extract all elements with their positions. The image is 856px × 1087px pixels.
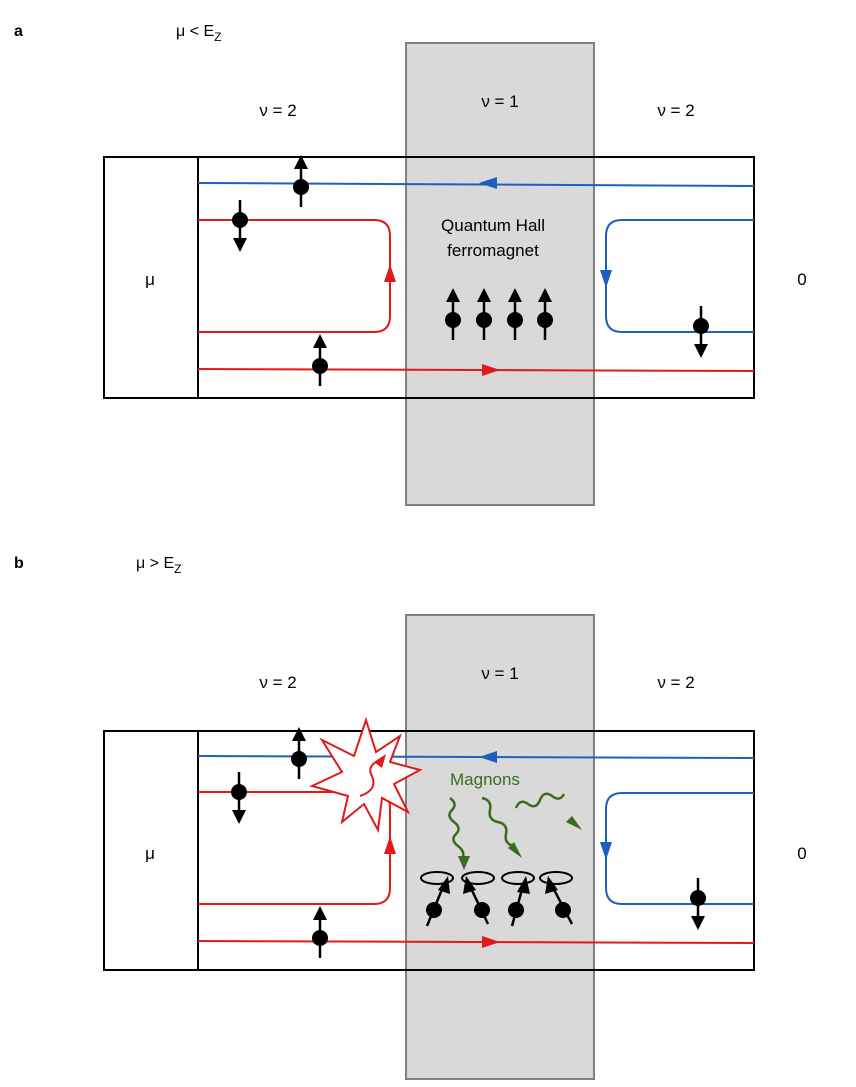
red-edge-loop-left <box>198 791 391 905</box>
tilted-spin-icon <box>461 871 495 925</box>
red-arrow-up <box>384 264 396 282</box>
nu-center-label: ν = 1 <box>481 92 518 111</box>
blue-arrow-left <box>479 177 497 189</box>
magnons-label: Magnons <box>450 770 520 789</box>
nu-right-label: ν = 2 <box>657 101 694 120</box>
spin-down-icon <box>693 306 709 358</box>
tilted-spin-icon <box>501 871 535 927</box>
red-edge-loop-left <box>198 219 391 333</box>
nu-center-label: ν = 1 <box>481 664 518 683</box>
red-arrow-up <box>384 836 396 854</box>
qhf-label-line2: ferromagnet <box>447 241 539 260</box>
spin-up-icon <box>537 288 553 340</box>
panel-a-condition: μ < EZ <box>176 23 221 44</box>
blue-edge-channel-top <box>197 182 755 187</box>
spin-up-icon <box>445 288 461 340</box>
blue-arrow-left <box>479 751 497 763</box>
spin-up-icon <box>312 334 328 386</box>
nu1-region <box>405 42 595 506</box>
right-contact-label: 0 <box>797 844 806 863</box>
spin-up-icon <box>293 155 309 207</box>
magnon-wave-icon <box>481 796 522 858</box>
qhf-label-line1: Quantum Hall <box>441 216 545 235</box>
nu1-region <box>405 614 595 1080</box>
right-contact-label: 0 <box>797 270 806 289</box>
panel-b-condition: μ > EZ <box>136 555 181 576</box>
nu-right-label: ν = 2 <box>657 673 694 692</box>
spin-down-icon <box>231 772 247 824</box>
blue-edge-channel-top <box>197 755 755 759</box>
blue-arrow-down <box>600 270 612 288</box>
red-arrow-right <box>482 364 500 376</box>
spin-up-icon <box>291 727 307 779</box>
tilted-spin-icon <box>420 871 454 927</box>
left-contact-label: μ <box>145 270 155 289</box>
spin-down-icon <box>232 200 248 252</box>
panel-a-letter: a <box>14 23 23 40</box>
spin-up-icon <box>476 288 492 340</box>
left-contact-label: μ <box>145 844 155 863</box>
panel-b-letter: b <box>14 555 24 572</box>
nu-left-label: ν = 2 <box>259 673 296 692</box>
magnon-wave-icon <box>448 797 470 870</box>
red-edge-channel-bottom <box>197 940 755 944</box>
blue-arrow-down <box>600 842 612 860</box>
spin-down-icon <box>690 878 706 930</box>
tilted-spin-icon <box>539 871 574 925</box>
red-edge-channel-bottom <box>197 368 755 372</box>
blue-edge-loop-right <box>605 792 754 905</box>
spin-up-icon <box>507 288 523 340</box>
magnon-wave-icon <box>514 792 582 830</box>
spin-up-icon <box>312 906 328 958</box>
panel-a: a μ < EZ ν = 2 ν = 1 ν = 2 μ 0 Quantum H… <box>14 23 807 506</box>
red-arrow-right <box>482 936 500 948</box>
panel-b: b μ > EZ ν = 2 ν = 1 ν = 2 μ 0 Magnons <box>14 555 807 1080</box>
explosion-icon <box>309 716 423 834</box>
nu-left-label: ν = 2 <box>259 101 296 120</box>
blue-edge-loop-right <box>605 219 754 333</box>
